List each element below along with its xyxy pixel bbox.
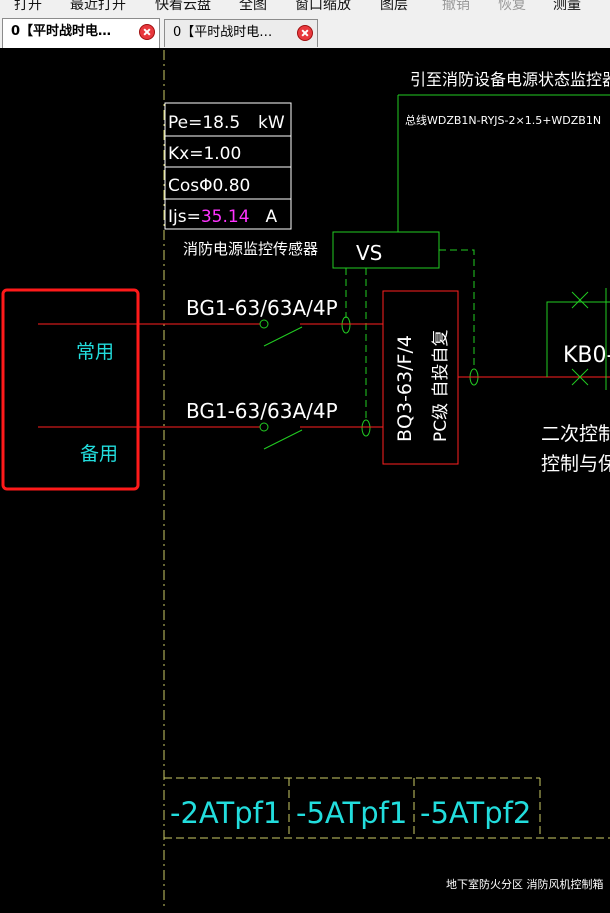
kb0-lines [546, 288, 610, 390]
menu-window-zoom[interactable]: 窗口缩放 [295, 0, 351, 13]
tab-label: 0【平时战时电… [11, 24, 112, 39]
menu-undo[interactable]: 撤销 [442, 0, 470, 13]
breaker-switches [259, 319, 303, 450]
menu-recent[interactable]: 最近打开 [70, 0, 126, 13]
ats-desc: PC级 自投自复 [431, 329, 451, 442]
sensor-links [345, 249, 475, 420]
backup-label: 备用 [80, 443, 118, 465]
pe-unit: kW [258, 113, 285, 133]
vs-box [332, 231, 440, 269]
kx-label: Kx=1.00 [168, 144, 241, 164]
breaker-bottom-label: BG1-63/63A/4P [186, 399, 338, 423]
normal-label: 常用 [76, 341, 114, 363]
secondary-text-2: 控制与保护 [541, 453, 610, 475]
close-icon[interactable] [139, 24, 155, 40]
pe-label: Pe=18.5 [168, 113, 240, 133]
menu-measure[interactable]: 测量 [553, 0, 581, 13]
box-5ATpf2: -5ATpf2 [420, 796, 531, 830]
menu-layers[interactable]: 图层 [380, 0, 408, 13]
close-icon[interactable] [297, 25, 313, 41]
footer-label: 地下室防火分区 消防风机控制箱 [446, 877, 604, 891]
cos-label: CosΦ0.80 [168, 176, 250, 196]
monitor-title: 引至消防设备电源状态监控器 [410, 70, 610, 89]
cable-label: 总线WDZB1N-RYJS-2×1.5+WDZB1N [405, 113, 601, 127]
menu-cloud[interactable]: 快看云盘 [155, 0, 211, 13]
highlight-box [1, 288, 140, 491]
menu-redo[interactable]: 恢复 [498, 0, 526, 13]
supply-lines [38, 323, 610, 428]
menu-bar: 打开 最近打开 快看云盘 全图 窗口缩放 图层 撤销 恢复 测量 [0, 0, 610, 14]
box-5ATpf1: -5ATpf1 [296, 796, 407, 830]
sensor-label: 消防电源监控传感器 [183, 240, 318, 258]
ats-model: BQ3-63/F/4 [394, 335, 416, 442]
menu-open[interactable]: 打开 [14, 0, 42, 13]
breaker-top-label: BG1-63/63A/4P [186, 296, 338, 320]
menu-fit-all[interactable]: 全图 [239, 0, 267, 13]
tab-label: 0【平时战时电… [173, 25, 273, 40]
ats-box [382, 290, 459, 465]
bottom-boxes [164, 777, 610, 839]
box-2ATpf1: -2ATpf1 [170, 796, 281, 830]
kb0-label: KB0- [563, 343, 610, 368]
parameter-table [164, 102, 292, 230]
secondary-text-1: 二次控制回 [541, 423, 610, 445]
tab-drawing-2[interactable]: 0【平时战时电… [164, 19, 318, 47]
tab-drawing-1[interactable]: 0【平时战时电… [2, 18, 160, 48]
tab-bar: 0【平时战时电… 0【平时战时电… [0, 14, 610, 49]
vs-label: VS [356, 241, 382, 265]
